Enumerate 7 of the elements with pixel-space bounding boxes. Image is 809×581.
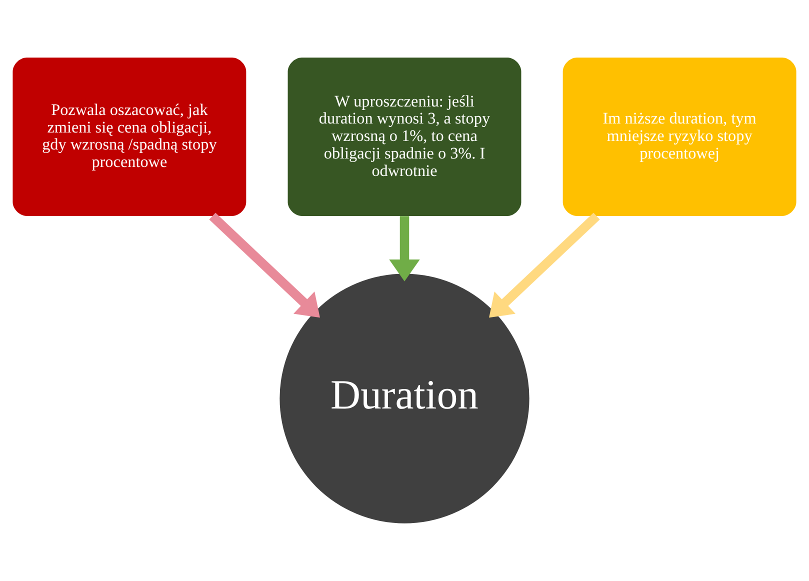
- arrow: [389, 216, 420, 282]
- node-box: W uproszczeniu: jeśli duration wynosi 3, a stopy wzrosną o 1%, to cena obligacji spadnie o 3%. I odwrotnie: [288, 58, 522, 216]
- arrow: [209, 212, 320, 318]
- node-box: Pozwala oszacować, jak zmieni się cena obligacji, gdy wzrosną /spadną stopy procentowe: [12, 58, 246, 216]
- arrow: [489, 212, 600, 318]
- node-box: Im niższe duration, tym mniejsze ryzyko stopy procentowej: [562, 58, 796, 216]
- node-circle: Duration: [280, 274, 530, 524]
